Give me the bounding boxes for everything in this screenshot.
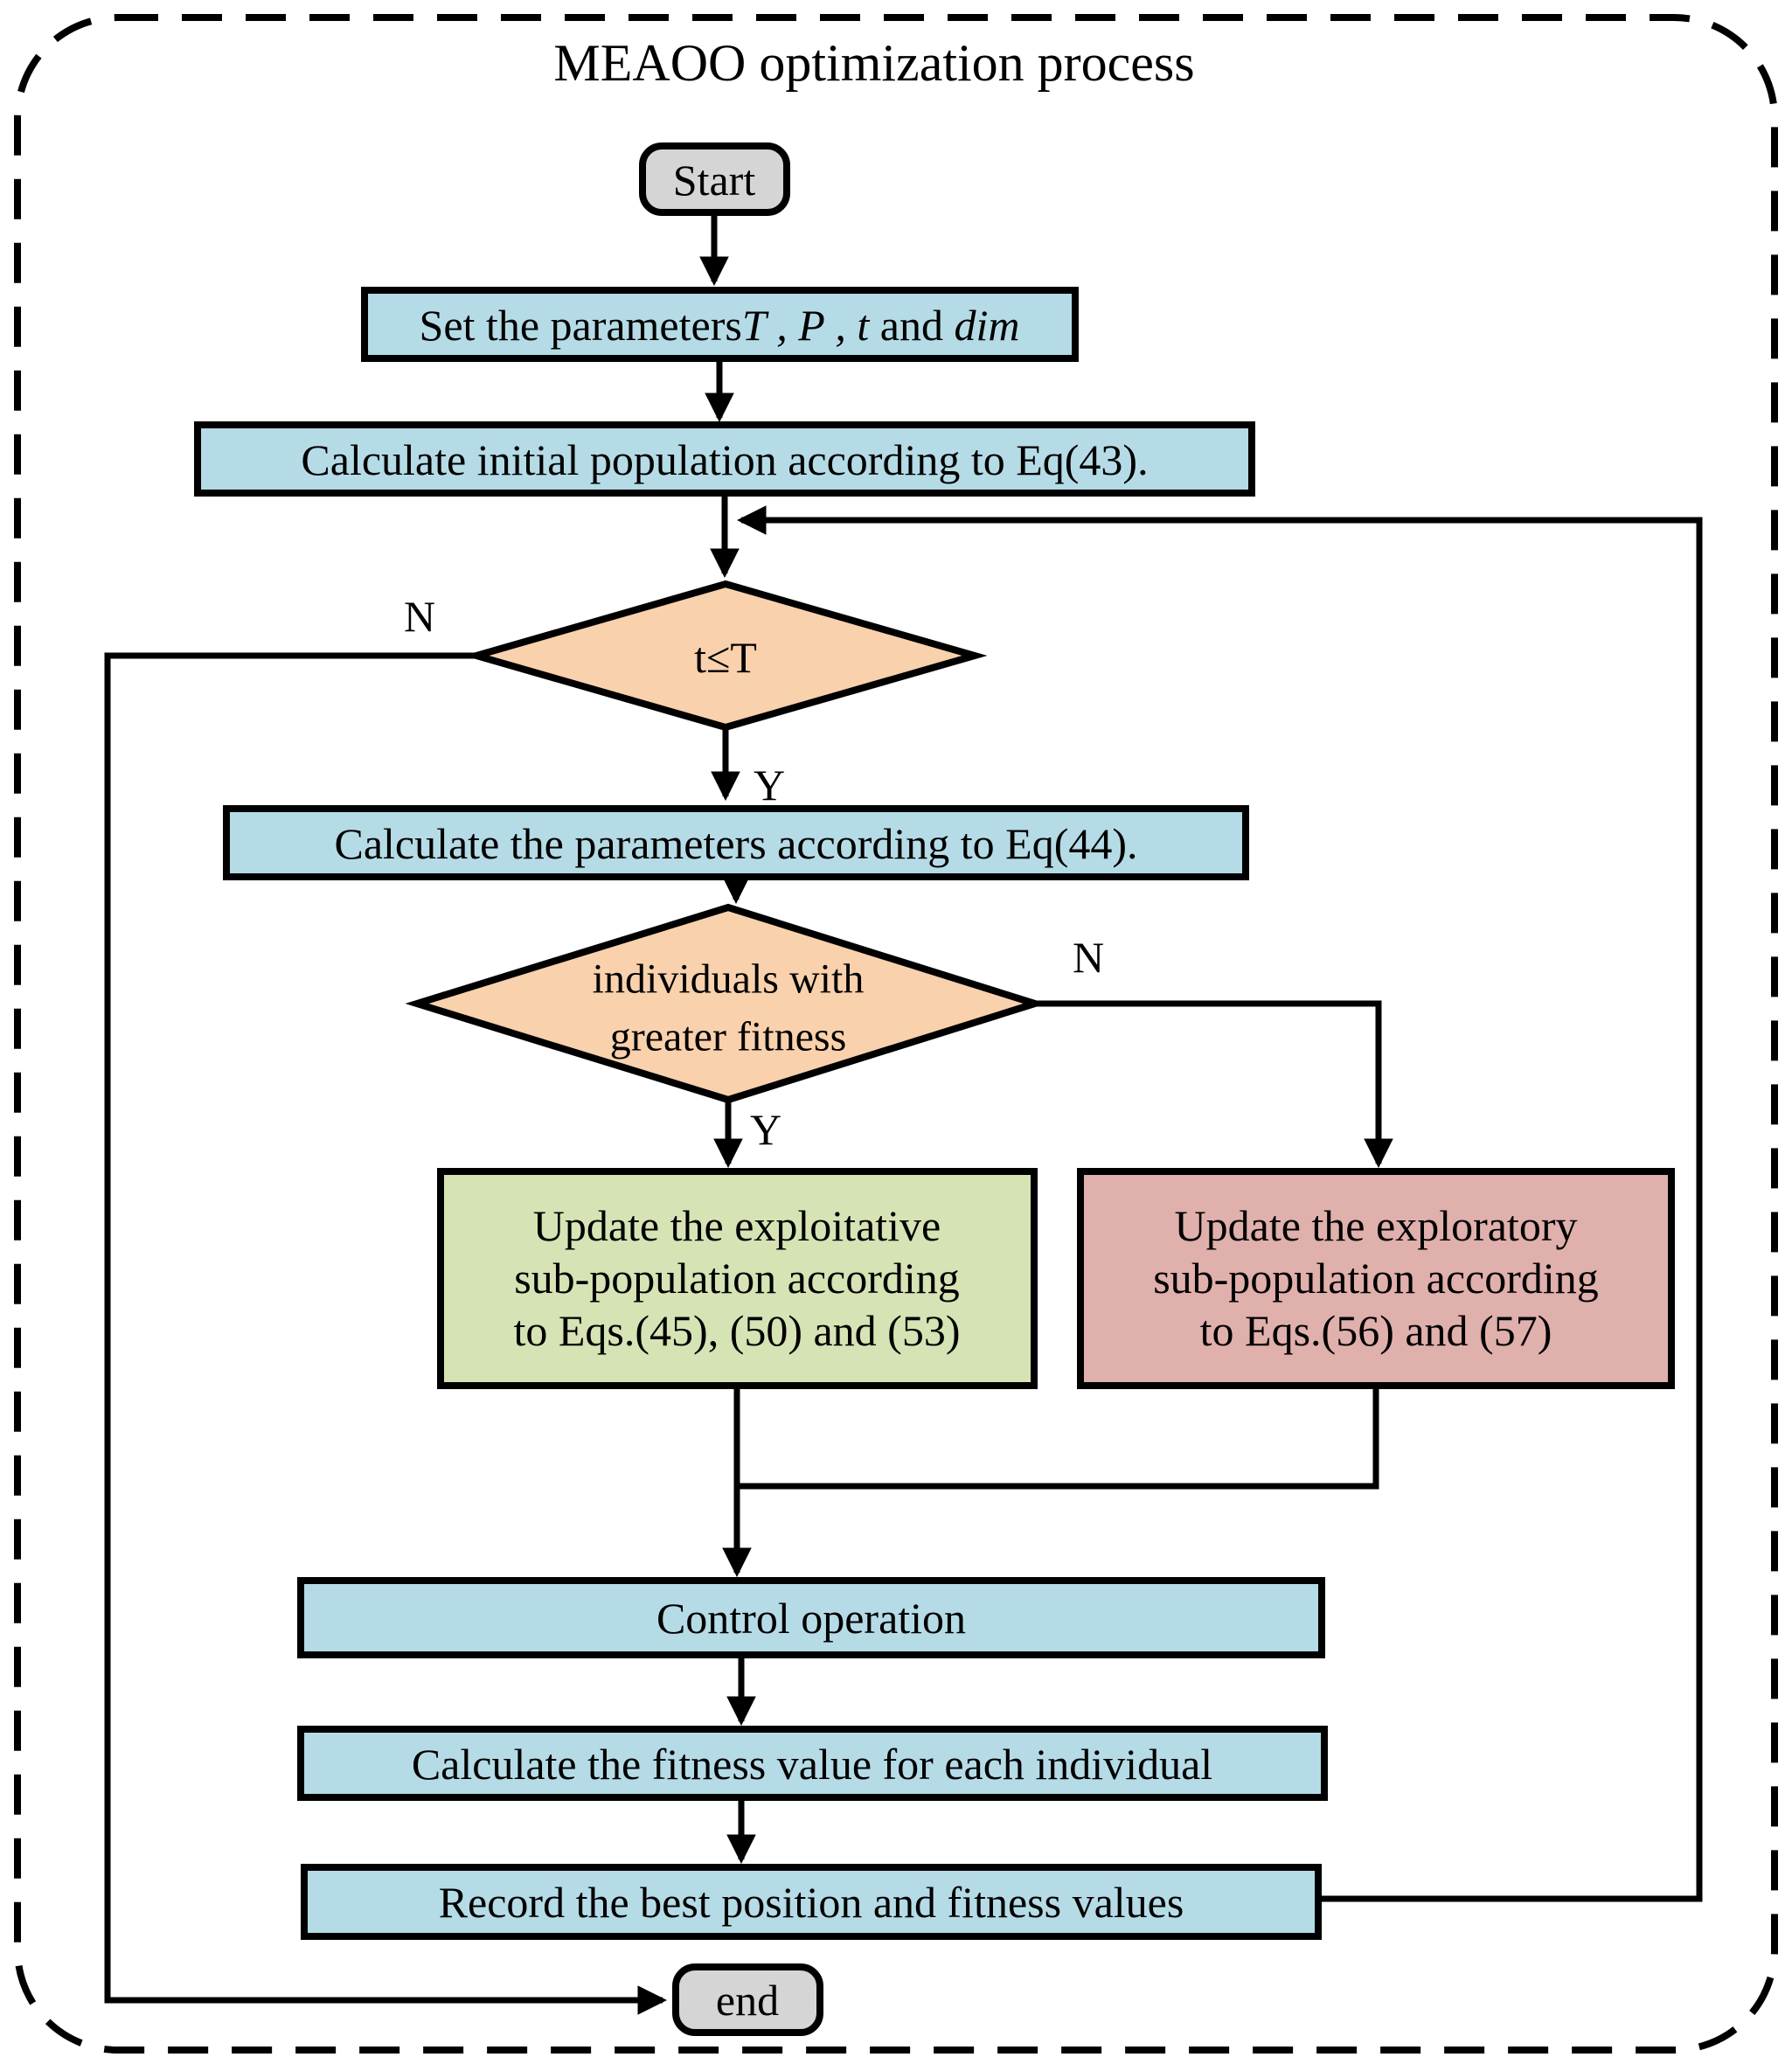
control-node: Control operation [297, 1577, 1325, 1658]
start-label: Start [673, 156, 756, 205]
fitness-check-label-line2: greater fitness [610, 1014, 847, 1060]
end-label: end [716, 1976, 779, 2025]
calc-params-node: Calculate the parameters according to Eq… [223, 805, 1249, 880]
dashed-frame-border [14, 14, 1778, 2054]
edge-loopcheck-no-to-end [104, 652, 668, 2015]
update-exploratory-line1: Update the exploratory [1175, 1201, 1578, 1250]
record-best-shape [301, 1864, 1322, 1940]
fitness-value-label: Calculate the fitness value for each ind… [412, 1740, 1212, 1789]
update-exploitative-node: Update the exploitative sub-population a… [437, 1168, 1038, 1389]
control-label: Control operation [656, 1594, 966, 1643]
control-shape [297, 1577, 1325, 1658]
fitness-check-no-label: N [1073, 933, 1104, 982]
loop-check-shape [463, 580, 988, 732]
set-params-shape [361, 287, 1079, 362]
init-population-label: Calculate initial population according t… [301, 435, 1148, 484]
set-params-label: Set the parametersT , P , t and dim [420, 301, 1020, 350]
fitness-value-node: Calculate the fitness value for each ind… [297, 1726, 1328, 1801]
set-params-vars: T , P , t [742, 301, 871, 350]
calc-params-label: Calculate the parameters according to Eq… [334, 819, 1137, 868]
set-params-node: Set the parametersT , P , t and dim [361, 287, 1079, 362]
loop-check-decision: t≤T [463, 580, 988, 732]
start-shape [639, 142, 790, 216]
update-exploitative-line1: Update the exploitative [533, 1201, 941, 1250]
update-exploitative-line2: sub-population according [514, 1254, 960, 1303]
update-exploitative-line3: to Eqs.(45), (50) and (53) [514, 1306, 961, 1355]
update-exploratory-line2: sub-population according [1153, 1254, 1599, 1303]
edge-exploratory-merge [739, 1386, 1379, 1490]
end-node: end [672, 1963, 823, 2036]
update-exploitative-shape [437, 1168, 1038, 1389]
edge-fitnesscheck-no-to-exploratory [1035, 1000, 1393, 1169]
fitness-check-shape [405, 903, 1047, 1104]
update-exploratory-line3: to Eqs.(56) and (57) [1200, 1306, 1552, 1355]
fitness-check-decision: individuals with greater fitness [405, 903, 1047, 1104]
start-node: Start [639, 142, 790, 216]
record-best-label: Record the best position and fitness val… [439, 1878, 1184, 1927]
init-population-shape [194, 421, 1255, 497]
edge-loopback-record-to-loopcheck [736, 505, 1703, 1902]
set-params-suffix: dim [954, 301, 1019, 350]
record-best-node: Record the best position and fitness val… [301, 1864, 1322, 1940]
fitness-check-label-line1: individuals with [593, 956, 865, 1003]
diagram-title: MEAOO optimization process [553, 34, 1194, 92]
set-params-prefix: Set the parameters [420, 301, 742, 350]
set-params-mid: and [869, 301, 954, 350]
end-shape [672, 1963, 823, 2036]
fitness-value-shape [297, 1726, 1328, 1801]
calc-params-shape [223, 805, 1249, 880]
loop-check-yes-label: Y [754, 761, 785, 810]
init-population-node: Calculate initial population according t… [194, 421, 1255, 497]
fitness-check-yes-label: Y [750, 1105, 781, 1154]
update-exploratory-node: Update the exploratory sub-population ac… [1077, 1168, 1675, 1389]
loop-check-no-label: N [404, 592, 435, 641]
loop-check-label: t≤T [694, 633, 757, 682]
update-exploratory-shape [1077, 1168, 1675, 1389]
